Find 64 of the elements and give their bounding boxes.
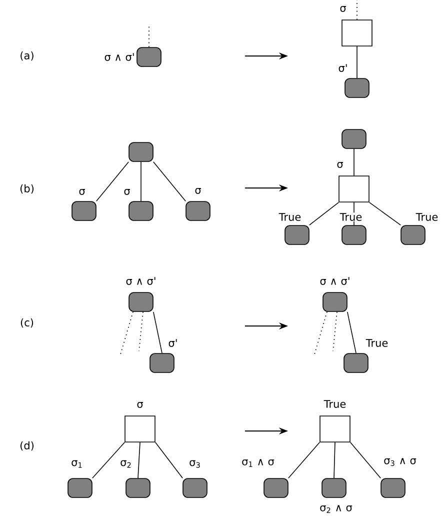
connector-line [356,46,358,78]
rounded-box [150,353,174,373]
panel-label: (a) [20,51,34,61]
edge-label: σ' [338,64,347,72]
rounded-box [380,478,406,498]
connector-line [153,312,162,354]
connector-line [140,162,142,202]
edge-label: σ [340,6,346,12]
panel-label: (d) [20,441,34,451]
node-label: σ ∧ σ' [126,277,156,285]
rounded-box [126,478,150,498]
connector-line [369,202,401,226]
node-label: σ [137,402,143,408]
edge-label: σ$_{3}$ ∧ σ [384,458,416,466]
rounded-box [264,478,288,498]
square-box [338,176,370,202]
connector-line [350,442,381,478]
connector-line [92,442,125,478]
dotted-line [148,24,150,48]
connector-line [138,442,140,478]
connector-line [155,442,183,478]
node-label: True [324,400,346,408]
rounded-box [344,353,368,373]
rounded-box [68,478,92,498]
dotted-line [332,311,338,352]
edge-label: σ [337,162,343,168]
dotted-line [120,311,134,356]
edge-label: σ [124,189,130,195]
connector-line [288,442,320,478]
rounded-box [400,225,426,245]
edge-label: σ [195,188,201,194]
dotted-line [356,0,358,20]
edge-label: σ$_{1}$ [72,460,82,468]
connector-line [347,312,356,354]
connector-line [309,202,339,226]
edge-label: σ$_{3}$ [190,460,200,468]
rounded-box [342,225,366,245]
edge-label: True [416,213,438,221]
node-label: σ$_{2}$ ∧ σ [320,505,352,513]
panel-label: (c) [20,318,34,328]
rounded-box [182,478,208,498]
edge-label: σ$_{2}$ [120,460,131,468]
panel-label: (b) [20,184,34,194]
node-label: σ ∧ σ' [320,277,350,285]
connector-line [334,442,336,478]
edge-label: σ$_{1}$ ∧ σ [242,459,274,467]
edge-label: True [278,213,301,221]
rounded-box [72,201,96,221]
edge-label: σ [79,189,85,195]
rounded-box [342,129,366,149]
node-label: σ ∧ σ' [104,53,134,61]
rounded-box [186,201,210,221]
edge-label: σ' [168,339,177,347]
connector-line [153,162,186,202]
rounded-box [128,201,154,221]
edge-label: True [340,213,362,221]
connector-line [96,162,129,202]
square-box [342,20,372,46]
rounded-box [344,78,370,98]
rounded-box [284,225,310,245]
dotted-line [138,311,144,352]
rounded-box [128,142,154,162]
edge-label: True [366,339,388,347]
dotted-line [314,311,328,356]
